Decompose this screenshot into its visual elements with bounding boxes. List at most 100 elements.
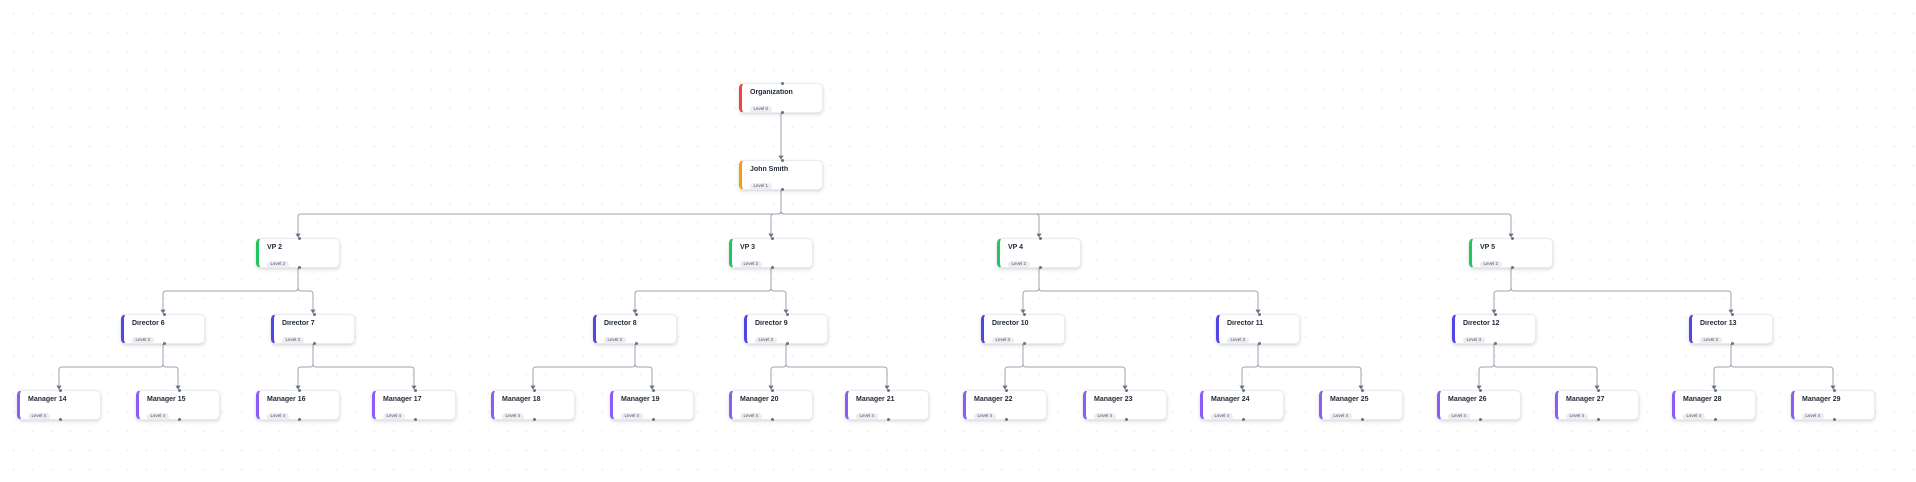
node-source-handle[interactable]: [1241, 418, 1245, 421]
node-title: Manager 27: [1566, 396, 1605, 403]
node-target-handle[interactable]: [1257, 313, 1261, 316]
node-level-badge: Level 3: [1700, 336, 1722, 344]
node-target-handle[interactable]: [780, 159, 784, 162]
org-chart-node-org[interactable]: Organization Level 0: [739, 82, 823, 114]
org-chart-node-m27[interactable]: Manager 27 Level 4: [1555, 389, 1639, 421]
org-chart-node-vp2[interactable]: VP 2 Level 2: [256, 237, 340, 269]
node-target-handle[interactable]: [413, 389, 417, 392]
node-target-handle[interactable]: [886, 389, 890, 392]
node-source-handle[interactable]: [651, 418, 655, 421]
node-target-handle[interactable]: [1478, 389, 1482, 392]
org-chart-node-vp4[interactable]: VP 4 Level 2: [997, 237, 1081, 269]
org-chart-node-d8[interactable]: Director 8 Level 3: [593, 313, 677, 345]
node-target-handle[interactable]: [785, 313, 789, 316]
node-target-handle[interactable]: [780, 82, 784, 85]
node-target-handle[interactable]: [1510, 237, 1514, 240]
org-chart-node-d9[interactable]: Director 9 Level 3: [744, 313, 828, 345]
org-chart-node-m25[interactable]: Manager 25 Level 4: [1319, 389, 1403, 421]
node-source-handle[interactable]: [1510, 266, 1514, 269]
node-target-handle[interactable]: [651, 389, 655, 392]
node-source-handle[interactable]: [780, 188, 784, 191]
node-target-handle[interactable]: [532, 389, 536, 392]
node-source-handle[interactable]: [413, 418, 417, 421]
node-title: VP 5: [1480, 244, 1496, 251]
node-target-handle[interactable]: [312, 313, 316, 316]
org-chart-node-m26[interactable]: Manager 26 Level 4: [1437, 389, 1521, 421]
node-source-handle[interactable]: [1004, 418, 1008, 421]
node-source-handle[interactable]: [1493, 342, 1497, 345]
org-chart-node-m14[interactable]: Manager 14 Level 4: [17, 389, 101, 421]
org-chart-node-m15[interactable]: Manager 15 Level 4: [136, 389, 220, 421]
org-chart-node-m19[interactable]: Manager 19 Level 4: [610, 389, 694, 421]
node-title: Manager 24: [1211, 396, 1250, 403]
node-target-handle[interactable]: [1038, 237, 1042, 240]
node-level-badge: Level 2: [740, 260, 762, 268]
node-target-handle[interactable]: [1713, 389, 1717, 392]
node-source-handle[interactable]: [1124, 418, 1128, 421]
node-target-handle[interactable]: [1596, 389, 1600, 392]
node-target-handle[interactable]: [770, 237, 774, 240]
node-source-handle[interactable]: [770, 418, 774, 421]
node-target-handle[interactable]: [634, 313, 638, 316]
org-chart-node-m16[interactable]: Manager 16 Level 4: [256, 389, 340, 421]
node-source-handle[interactable]: [1478, 418, 1482, 421]
node-source-handle[interactable]: [1360, 418, 1364, 421]
node-source-handle[interactable]: [177, 418, 181, 421]
org-chart-node-m24[interactable]: Manager 24 Level 4: [1200, 389, 1284, 421]
node-source-handle[interactable]: [1038, 266, 1042, 269]
node-source-handle[interactable]: [1257, 342, 1261, 345]
node-source-handle[interactable]: [770, 266, 774, 269]
org-chart-node-john[interactable]: John Smith Level 1: [739, 159, 823, 191]
node-source-handle[interactable]: [1832, 418, 1836, 421]
org-chart-node-vp5[interactable]: VP 5 Level 2: [1469, 237, 1553, 269]
node-source-handle[interactable]: [785, 342, 789, 345]
node-source-handle[interactable]: [886, 418, 890, 421]
node-level-badge: Level 4: [1683, 412, 1705, 420]
node-target-handle[interactable]: [297, 237, 301, 240]
org-chart-node-m18[interactable]: Manager 18 Level 4: [491, 389, 575, 421]
org-chart-node-d11[interactable]: Director 11 Level 3: [1216, 313, 1300, 345]
org-chart-node-vp3[interactable]: VP 3 Level 2: [729, 237, 813, 269]
org-chart-node-d12[interactable]: Director 12 Level 3: [1452, 313, 1536, 345]
node-source-handle[interactable]: [1596, 418, 1600, 421]
node-source-handle[interactable]: [297, 266, 301, 269]
org-chart-node-d13[interactable]: Director 13 Level 3: [1689, 313, 1773, 345]
org-chart-node-m21[interactable]: Manager 21 Level 4: [845, 389, 929, 421]
node-target-handle[interactable]: [1022, 313, 1026, 316]
org-chart-node-d7[interactable]: Director 7 Level 3: [271, 313, 355, 345]
org-chart-node-m29[interactable]: Manager 29 Level 4: [1791, 389, 1875, 421]
node-target-handle[interactable]: [1004, 389, 1008, 392]
org-chart-node-m17[interactable]: Manager 17 Level 4: [372, 389, 456, 421]
node-target-handle[interactable]: [177, 389, 181, 392]
node-target-handle[interactable]: [1493, 313, 1497, 316]
node-target-handle[interactable]: [1124, 389, 1128, 392]
node-level-badge: Level 4: [147, 412, 169, 420]
node-target-handle[interactable]: [162, 313, 166, 316]
node-source-handle[interactable]: [312, 342, 316, 345]
node-source-handle[interactable]: [634, 342, 638, 345]
org-chart-node-d10[interactable]: Director 10 Level 3: [981, 313, 1065, 345]
node-target-handle[interactable]: [58, 389, 62, 392]
org-chart-node-m28[interactable]: Manager 28 Level 4: [1672, 389, 1756, 421]
node-target-handle[interactable]: [1730, 313, 1734, 316]
org-chart-node-d6[interactable]: Director 6 Level 3: [121, 313, 205, 345]
node-source-handle[interactable]: [1730, 342, 1734, 345]
node-source-handle[interactable]: [1022, 342, 1026, 345]
node-target-handle[interactable]: [1241, 389, 1245, 392]
node-title: VP 2: [267, 244, 283, 251]
node-target-handle[interactable]: [770, 389, 774, 392]
node-level-badge: Level 4: [856, 412, 878, 420]
node-target-handle[interactable]: [297, 389, 301, 392]
org-chart-node-m20[interactable]: Manager 20 Level 4: [729, 389, 813, 421]
node-source-handle[interactable]: [1713, 418, 1717, 421]
node-source-handle[interactable]: [297, 418, 301, 421]
node-source-handle[interactable]: [58, 418, 62, 421]
node-target-handle[interactable]: [1360, 389, 1364, 392]
org-chart-node-m23[interactable]: Manager 23 Level 4: [1083, 389, 1167, 421]
node-source-handle[interactable]: [162, 342, 166, 345]
node-source-handle[interactable]: [532, 418, 536, 421]
node-source-handle[interactable]: [780, 111, 784, 114]
org-chart-node-m22[interactable]: Manager 22 Level 4: [963, 389, 1047, 421]
node-target-handle[interactable]: [1832, 389, 1836, 392]
